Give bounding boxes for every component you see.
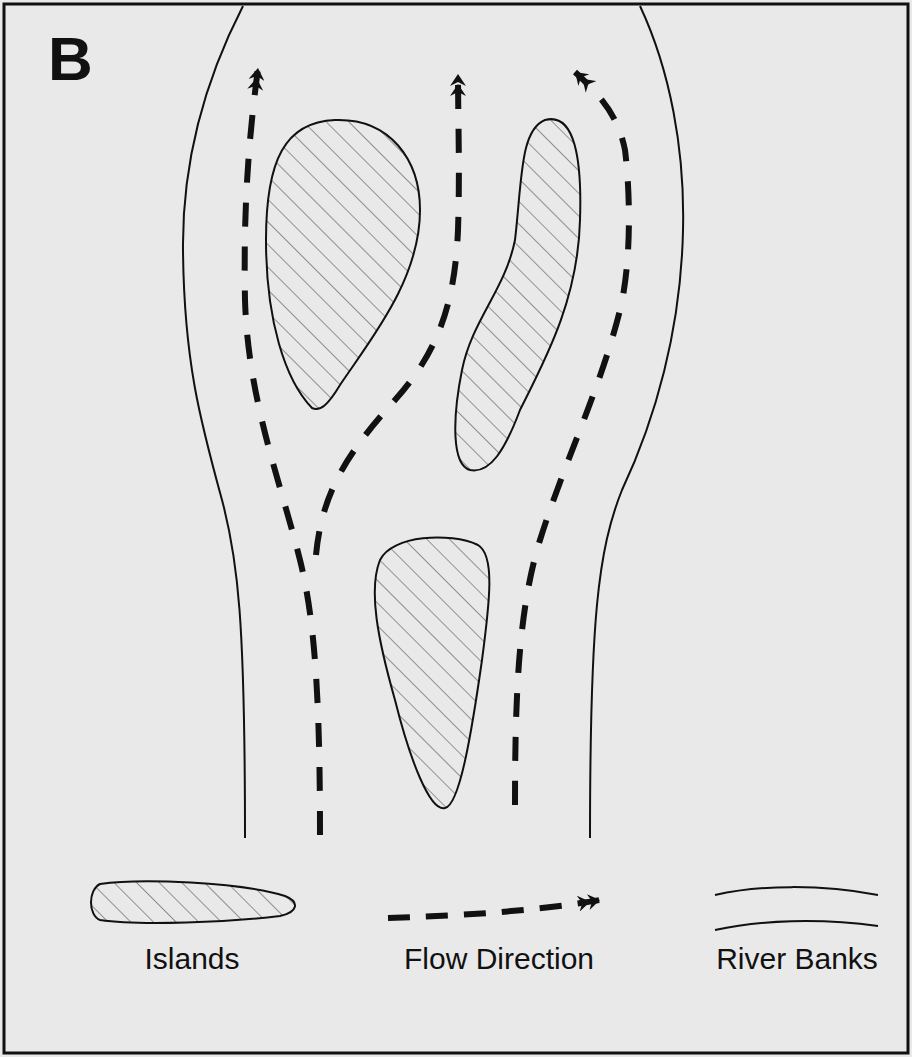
legend-bank-sample: [715, 887, 878, 895]
flow-arrow: [515, 72, 629, 805]
river-bank: [183, 6, 245, 838]
island: [266, 120, 420, 409]
river-bank: [590, 6, 683, 838]
legend-bank-sample: [715, 921, 878, 930]
legend-label: Islands: [144, 942, 239, 975]
legend-label: Flow Direction: [404, 942, 594, 975]
legend-island-sample: [91, 881, 295, 923]
panel-letter: B: [48, 28, 93, 90]
frame: [4, 4, 908, 1053]
flow-arrow: [316, 74, 459, 555]
island: [375, 537, 490, 808]
legend-label: River Banks: [716, 942, 878, 975]
island: [455, 119, 580, 470]
flow-arrow: [245, 68, 320, 835]
legend-flow-sample: [388, 900, 600, 918]
